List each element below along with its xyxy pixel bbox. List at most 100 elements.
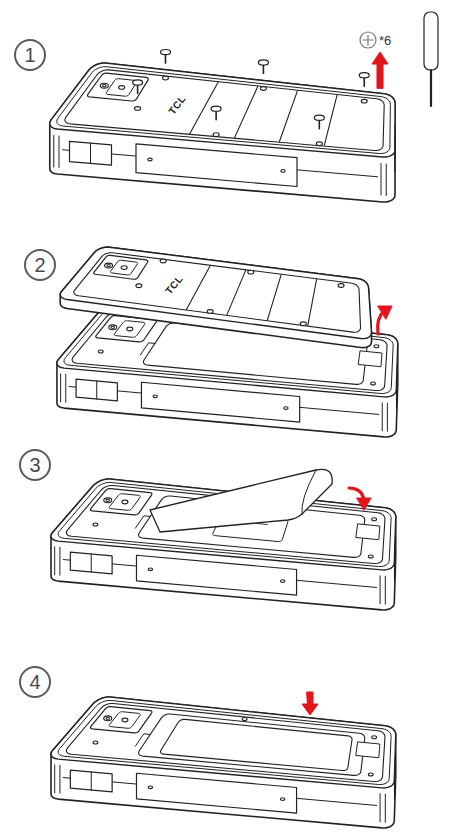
line-art [387, 403, 388, 431]
screw-count: *6 [379, 34, 391, 47]
line-art [368, 773, 373, 776]
line-art [316, 142, 322, 146]
line-art [65, 374, 66, 402]
line-art [54, 765, 55, 793]
line-art [122, 718, 128, 722]
line-art [106, 79, 137, 96]
brand-logo: TCL [164, 273, 185, 295]
line-art [372, 736, 377, 739]
step-number: 3 [19, 449, 51, 481]
step-number: 4 [19, 666, 51, 698]
line-art [136, 284, 142, 288]
line-art [394, 767, 396, 789]
line-art [153, 395, 157, 398]
line-art [279, 91, 297, 142]
line-art [109, 494, 140, 511]
line-art [59, 136, 60, 168]
line-art [106, 499, 110, 501]
line-art [381, 164, 382, 196]
line-art [213, 133, 219, 137]
line-art [60, 247, 371, 348]
line-art [109, 712, 140, 729]
line-art [324, 95, 337, 145]
line-art [70, 141, 112, 165]
line-art [430, 70, 432, 106]
line-art [385, 576, 386, 604]
pull-tab [150, 469, 332, 532]
line-art [104, 498, 112, 503]
line-art [121, 266, 127, 270]
brand-logo: TCL [167, 94, 188, 117]
loose-screws [133, 49, 370, 128]
line-art [90, 707, 151, 733]
line-art [111, 326, 115, 328]
step-4-phone [51, 697, 396, 828]
step-number: 1 [14, 39, 46, 71]
line-art [50, 63, 395, 202]
line-art [135, 107, 141, 111]
line-art [395, 137, 396, 159]
line-art [260, 87, 266, 91]
line-art [161, 49, 171, 54]
step-1-phone [50, 63, 395, 202]
press-arrow [349, 488, 371, 510]
step-number-text: 2 [34, 255, 45, 275]
line-art [207, 310, 213, 314]
line-art [114, 321, 145, 338]
line-art [135, 734, 150, 746]
line-art [135, 516, 150, 528]
line-art [235, 87, 258, 138]
line-art [74, 253, 361, 333]
line-art [394, 549, 396, 571]
line-art [248, 270, 254, 274]
line-art [367, 35, 368, 45]
line-art [150, 469, 332, 532]
line-art [60, 374, 61, 402]
line-art [100, 83, 108, 88]
line-art [396, 365, 398, 409]
line-art [300, 322, 306, 326]
line-art [148, 158, 152, 161]
line-art [65, 70, 384, 151]
line-art [372, 52, 388, 88]
line-art [161, 719, 352, 770]
line-art [109, 325, 117, 330]
line-art [302, 692, 318, 715]
line-art [258, 60, 268, 65]
line-art [59, 765, 60, 793]
line-art [163, 76, 169, 80]
line-art [280, 580, 284, 583]
line-art [136, 555, 296, 595]
line-art [396, 376, 398, 398]
line-art [359, 73, 369, 78]
line-art [394, 125, 395, 171]
line-art [148, 568, 152, 571]
line-art [394, 538, 396, 582]
line-art [104, 716, 112, 721]
line-art [58, 700, 391, 784]
line-art [280, 798, 284, 801]
line-art [394, 756, 396, 800]
line-art [186, 266, 210, 310]
line-art [122, 500, 128, 504]
insert-arrow [302, 692, 318, 715]
line-art [356, 524, 380, 540]
line-art [140, 343, 155, 355]
line-art [374, 345, 379, 348]
line-art [380, 794, 381, 822]
line-art [380, 576, 381, 604]
line-art [386, 164, 387, 196]
step-number: 2 [24, 249, 56, 281]
line-art [76, 379, 117, 401]
line-art [308, 279, 317, 325]
line-art [59, 547, 60, 575]
screwdriver [424, 12, 438, 106]
line-art [70, 552, 112, 574]
line-art [378, 306, 392, 319]
line-art [242, 717, 247, 720]
line-art [90, 143, 91, 163]
line-art [102, 85, 106, 87]
line-art [94, 255, 148, 279]
line-art [338, 284, 344, 288]
lift-arrow [378, 306, 392, 334]
